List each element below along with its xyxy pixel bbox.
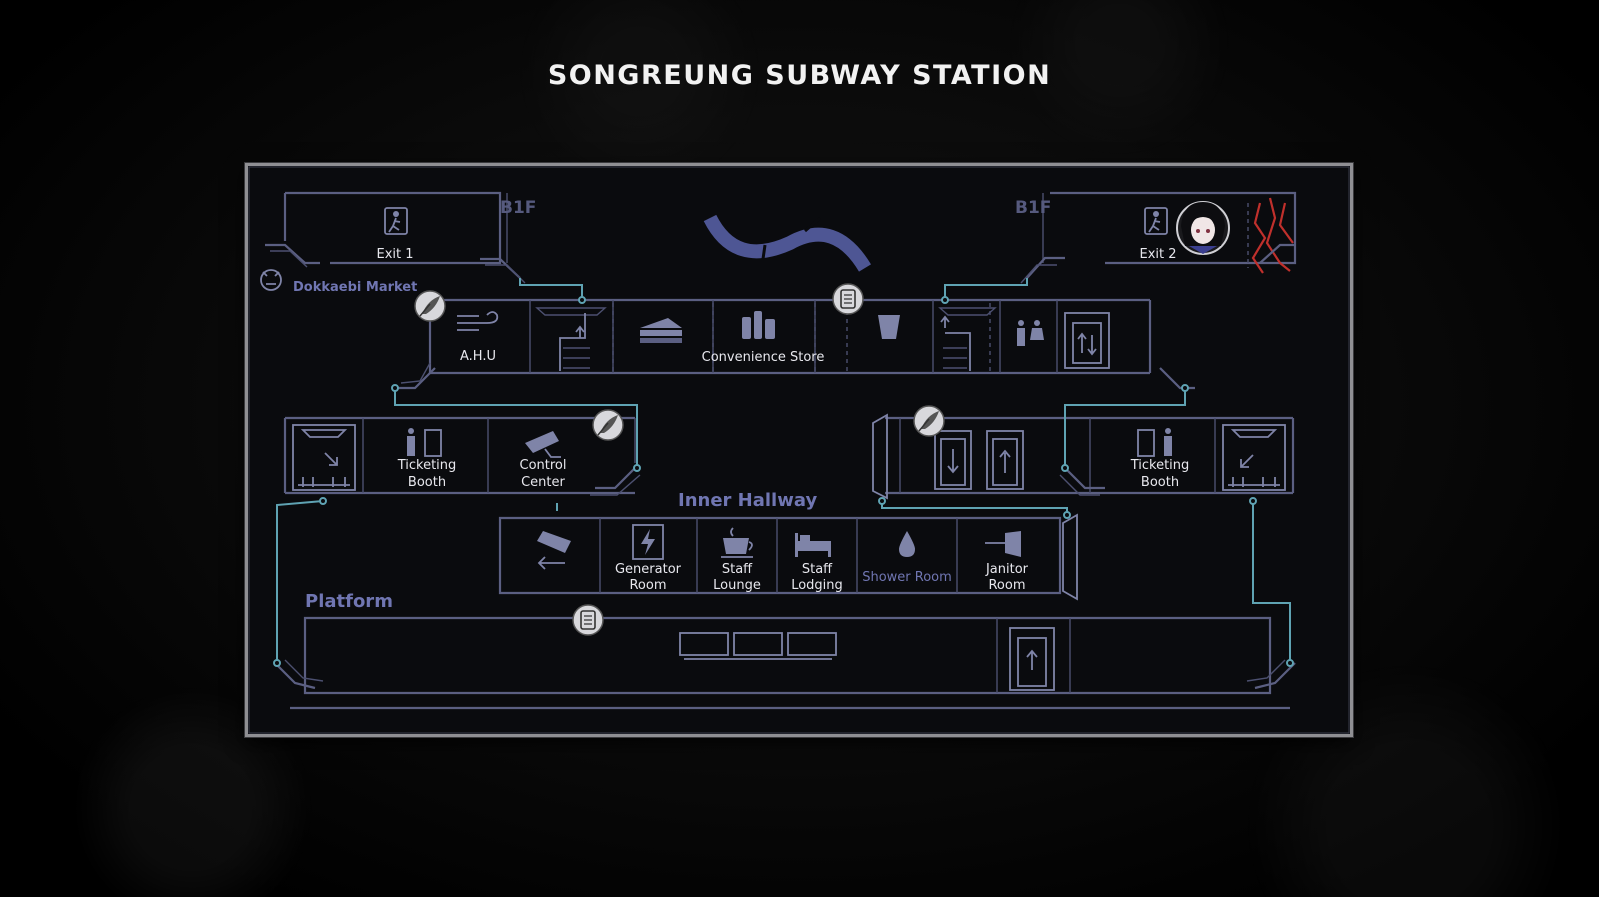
escalator-icon [265, 243, 320, 268]
control-center-room[interactable]: Control Center [520, 431, 567, 490]
quill-note-icon[interactable] [913, 405, 945, 437]
staff-lounge-line2: Lounge [713, 578, 761, 593]
water-drop-icon [899, 531, 915, 557]
shower-room[interactable]: Shower Room [862, 531, 952, 585]
gate-entry-icon[interactable] [986, 430, 1024, 490]
bottles-icon [742, 311, 775, 339]
janitor-room[interactable]: Janitor Room [985, 531, 1029, 593]
page-title: SONGREUNG SUBWAY STATION [547, 60, 1052, 91]
battery-bolt-icon [632, 524, 664, 560]
staff-lodging-room[interactable]: Staff Lodging [791, 533, 843, 593]
broom-icon [985, 531, 1021, 557]
escalator-icon [1246, 659, 1296, 690]
control-center-line2: Center [521, 475, 565, 490]
sandwich-icon [640, 318, 682, 343]
escalator-icon [1059, 467, 1105, 496]
escalator-icon [395, 362, 436, 390]
janitor-room-line1: Janitor [985, 562, 1029, 577]
ticketing-booth-right-line2: Booth [1141, 475, 1179, 490]
inner-hallway-block [498, 516, 1062, 595]
cctv-camera-icon [525, 431, 561, 458]
exit-sign-icon [384, 207, 408, 235]
dokkaebi-market-label[interactable]: Dokkaebi Market [293, 280, 417, 295]
escalator-icon [480, 257, 526, 284]
staff-lounge-room[interactable]: Staff Lounge [713, 527, 761, 593]
floor-label-right: B1F [1015, 198, 1051, 218]
convenience-store-room[interactable]: Convenience Store [702, 311, 825, 365]
cup-icon [878, 315, 900, 339]
control-center-line1: Control [520, 458, 567, 473]
staff-lodging-line2: Lodging [791, 578, 843, 593]
notebook-icon[interactable] [832, 283, 864, 315]
stairs-up-left[interactable] [535, 307, 607, 371]
map-border [248, 166, 1350, 734]
janitor-room-line2: Room [988, 578, 1025, 593]
quill-note-icon[interactable] [414, 290, 446, 322]
cctv-reverse-icon[interactable] [537, 531, 571, 570]
ticket-machine-icon [407, 428, 442, 457]
ticket-machine-icon [1137, 428, 1172, 457]
gates-left-block [283, 416, 636, 495]
escalator-icon [1020, 256, 1065, 284]
staff-lounge-line1: Staff [722, 562, 753, 577]
dokkaebi-mask-icon [260, 269, 282, 291]
door-icon[interactable] [872, 413, 888, 500]
ticketing-booth-right[interactable]: Ticketing Booth [1130, 428, 1190, 490]
escalator-icon [1159, 367, 1195, 390]
platform-block [290, 616, 1290, 710]
inner-hallway-label[interactable]: Inner Hallway [678, 490, 817, 511]
staff-lodging-line1: Staff [802, 562, 833, 577]
ticketing-booth-left-line1: Ticketing [397, 458, 457, 473]
quill-note-icon[interactable] [592, 409, 624, 441]
elevator-icon[interactable] [1064, 312, 1110, 369]
turnstile-icon [292, 424, 356, 491]
coffee-cup-icon [721, 527, 753, 558]
ticketing-booth-right-line1: Ticketing [1130, 458, 1190, 473]
ticketing-booth-left-line2: Booth [408, 475, 446, 490]
tunnel-icon [703, 214, 872, 272]
door-icon[interactable] [1062, 513, 1078, 601]
escalator-icon [274, 659, 324, 690]
restroom-icon [1017, 320, 1044, 346]
exit-1-label: Exit 1 [376, 247, 413, 262]
escalator-icon [590, 467, 641, 496]
route-lines [273, 278, 1295, 667]
generator-room-line2: Room [629, 578, 666, 593]
exit-2-room[interactable]: Exit 2 [1042, 191, 1297, 265]
platform-label[interactable]: Platform [305, 591, 393, 612]
notebook-icon[interactable] [572, 604, 604, 636]
escalator-icon [1259, 243, 1295, 264]
train-icon[interactable] [679, 632, 837, 660]
generator-room[interactable]: Generator Room [615, 524, 682, 593]
generator-room-line1: Generator [615, 562, 682, 577]
exit-1-room[interactable]: Exit 1 [283, 191, 508, 265]
station-map: Exit 1 B1F Dokkaebi Market Exit 2 B1F [248, 166, 1350, 734]
gates-right-block [885, 416, 1295, 495]
convenience-store-label: Convenience Store [702, 350, 825, 365]
character-portrait-icon[interactable] [1176, 201, 1230, 255]
exit-sign-icon [1144, 207, 1168, 235]
turnstile-icon [1222, 424, 1286, 491]
ticketing-booth-left[interactable]: Ticketing Booth [397, 428, 457, 490]
floor-label-left: B1F [500, 198, 536, 218]
gate-exit-icon[interactable] [934, 430, 972, 490]
stairs-up-right[interactable] [938, 307, 997, 371]
wind-icon [457, 311, 499, 331]
crack-hazard-icon [1247, 197, 1294, 274]
ahu-label: A.H.U [460, 349, 496, 364]
bed-icon [795, 533, 831, 557]
concourse-block [428, 298, 1152, 375]
elevator-icon[interactable] [1009, 627, 1055, 691]
ahu-room[interactable]: A.H.U [457, 311, 499, 364]
exit-2-label: Exit 2 [1139, 247, 1176, 262]
shower-room-label: Shower Room [862, 570, 952, 585]
